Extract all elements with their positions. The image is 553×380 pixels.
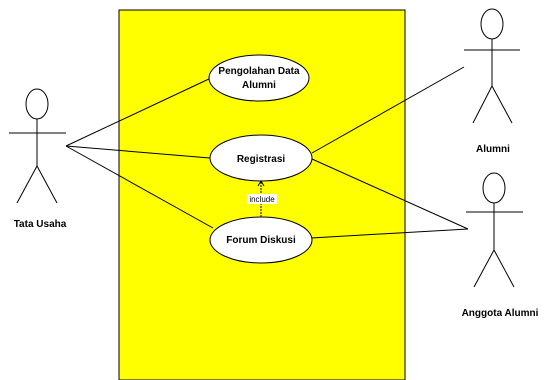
actor-figure-icon: [464, 8, 520, 124]
actor-label: Alumni: [476, 144, 510, 155]
use-case-label-line1: Pengolahan Data: [218, 66, 300, 77]
include-label-bg: [247, 194, 277, 204]
actor-anggota-alumni[interactable]: Anggota Alumni: [462, 172, 539, 319]
use-case-pengolahan[interactable]: Pengolahan Data Alumni: [208, 54, 310, 102]
use-case-ellipse: [209, 216, 313, 264]
actor-tata-usaha[interactable]: Tata Usaha: [9, 88, 67, 230]
assoc-alumni-registrasi: [311, 66, 465, 154]
actor-figure-icon: [9, 88, 66, 204]
include-label: include: [249, 195, 275, 204]
use-case-label-line2: Alumni: [242, 80, 276, 91]
actor-label: Anggota Alumni: [462, 308, 539, 319]
actor-label: Tata Usaha: [14, 219, 67, 230]
use-case-ellipse: [208, 54, 310, 102]
actor-alumni[interactable]: Alumni: [464, 8, 520, 155]
assoc-tata-usaha-registrasi: [65, 145, 211, 159]
assoc-anggota-registrasi: [311, 158, 469, 230]
association-lines: [65, 66, 469, 239]
use-case-registrasi[interactable]: Registrasi: [209, 134, 313, 182]
assoc-anggota-forum: [310, 228, 469, 239]
actor-figure-icon: [466, 172, 523, 288]
use-case-label: Forum Diskusi: [226, 235, 296, 246]
assoc-tata-usaha-forum: [65, 145, 214, 229]
use-case-label: Registrasi: [237, 154, 286, 165]
use-case-ellipse: [209, 134, 313, 182]
assoc-tata-usaha-pengolahan: [65, 77, 212, 147]
use-case-forum[interactable]: Forum Diskusi: [209, 216, 313, 264]
